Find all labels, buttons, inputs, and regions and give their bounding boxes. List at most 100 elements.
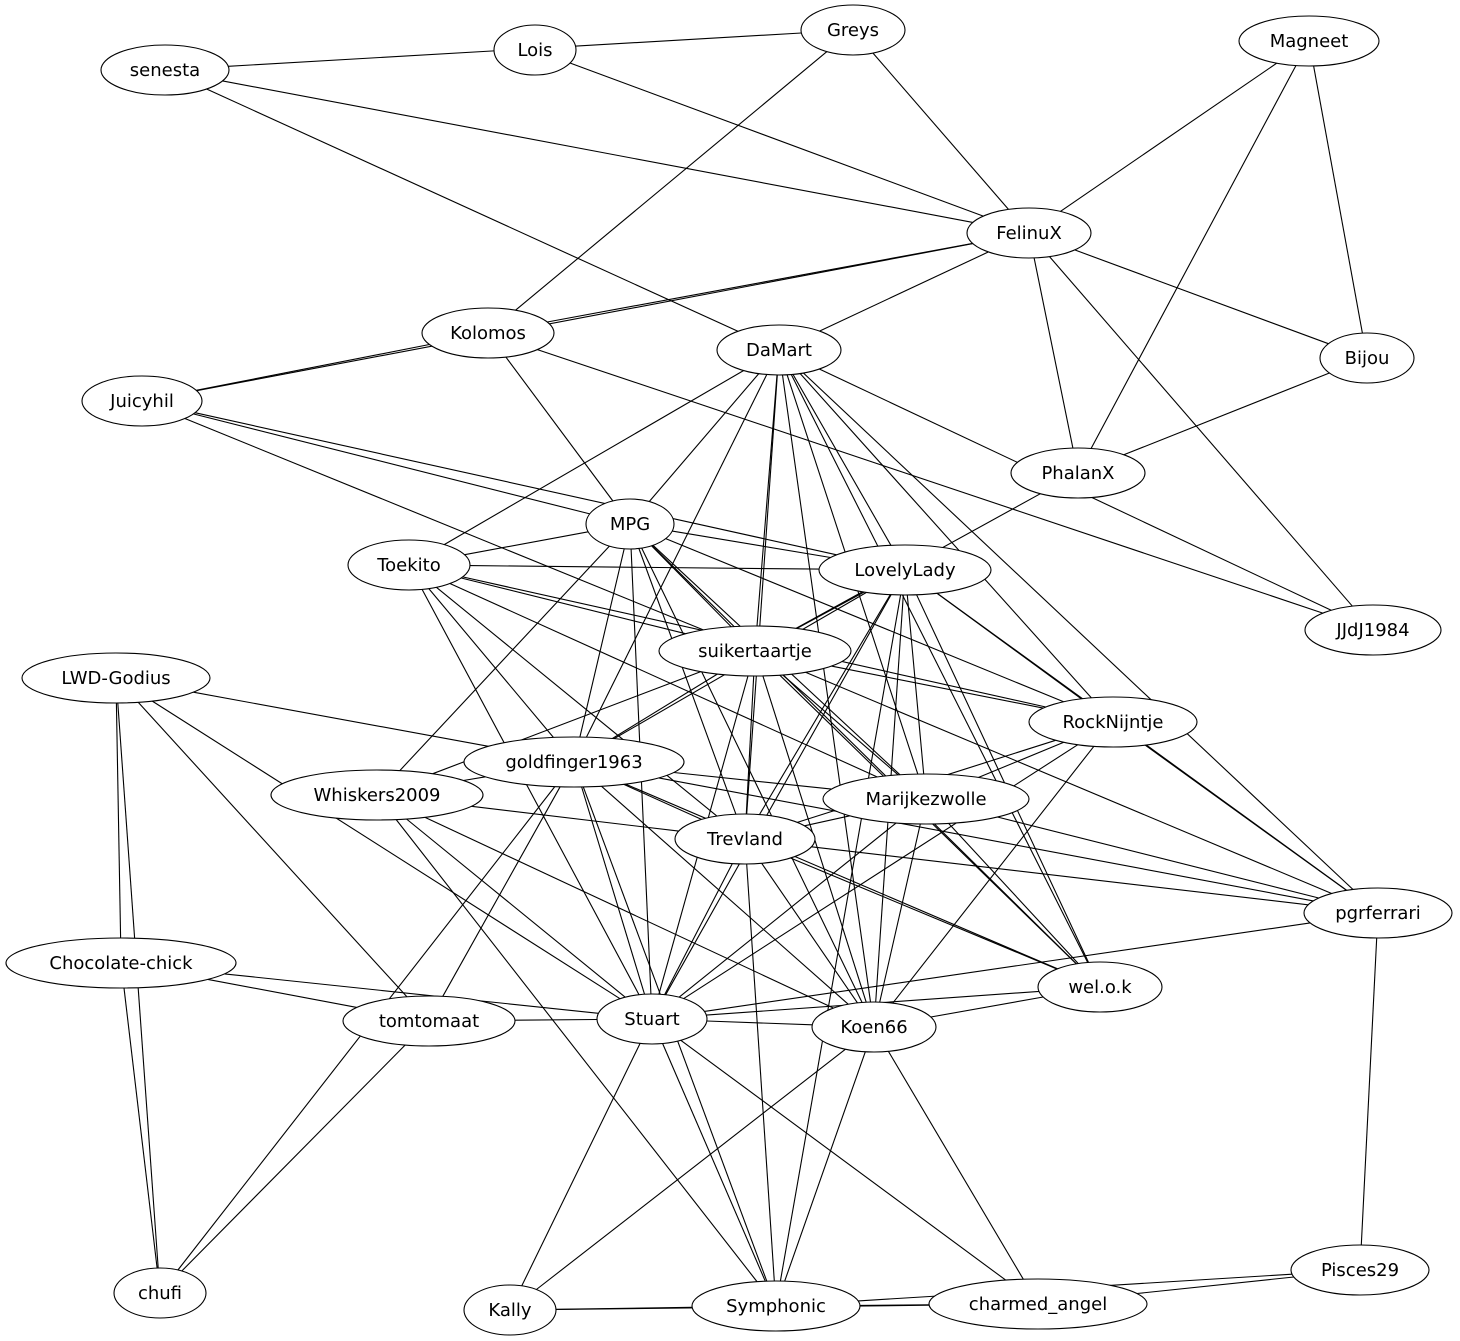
edge-lois-felinux (569, 62, 984, 217)
node-kally: Kally (463, 1284, 557, 1336)
edge-rocknijntje-koen66 (892, 745, 1095, 1004)
node-ellipse (800, 4, 906, 56)
edge-lwd-godius-stuart (152, 700, 621, 1000)
node-label: goldfinger1963 (505, 752, 642, 773)
node-label: Trevland (706, 829, 783, 850)
node-label: Lois (517, 40, 552, 61)
node-label: pgrferrari (1335, 903, 1421, 924)
edge-goldfinger1963-tomtomaat (442, 786, 561, 997)
edge-suikertaartje-trevland (745, 675, 755, 815)
node-label: LWD-Godius (61, 668, 170, 689)
node-rocknijntje: RockNijntje (1028, 696, 1198, 748)
edge-stuart-charmed-angel (680, 1039, 1007, 1281)
edge-stuart-symphonic (662, 1043, 766, 1282)
edge-mpg-rocknijntje (665, 538, 1064, 703)
edge-goldfinger1963-trevland (623, 783, 702, 820)
node-ellipse (100, 44, 230, 96)
node-ellipse (585, 498, 675, 550)
edge-bijou-phalanx (1123, 372, 1330, 456)
node-ellipse (1290, 1244, 1430, 1296)
edge-lovelylady-symphonic (779, 594, 902, 1282)
node-wel-o-k: wel.o.k (1037, 961, 1163, 1013)
node-ellipse (421, 307, 555, 359)
edge-marijkezwolle-pgrferrari (997, 816, 1319, 899)
edge-lwd-godius-goldfinger1963 (193, 691, 489, 747)
edge-senesta-felinux (222, 80, 973, 223)
node-ellipse (596, 993, 708, 1045)
edge-felinux-juicyhil (196, 243, 974, 392)
node-label: Greys (827, 20, 879, 41)
node-lois: Lois (493, 24, 577, 76)
node-ellipse (1037, 961, 1163, 1013)
edge-wel-o-k-koen66 (930, 996, 1044, 1018)
edge-chocolate-chick-tomtomaat (207, 978, 357, 1008)
edge-whiskers2009-trevland (471, 805, 679, 832)
edge-greys-kolomos (515, 51, 828, 311)
node-ellipse (1010, 447, 1146, 499)
node-ellipse (81, 375, 203, 427)
node-juicyhil: Juicyhil (81, 375, 203, 427)
node-label: wel.o.k (1068, 977, 1132, 998)
edge-marijkezwolle-wel-o-k (948, 823, 1079, 964)
node-ellipse (928, 1278, 1148, 1330)
node-whiskers2009: Whiskers2009 (270, 769, 484, 821)
edge-damart-suikertaartje (756, 374, 778, 627)
edge-felinux-bijou (1074, 249, 1329, 345)
edge-toekito-suikertaartje (461, 577, 686, 635)
node-chocolate-chick: Chocolate-chick (5, 937, 237, 989)
node-label: Stuart (624, 1009, 679, 1030)
node-mpg: MPG (585, 498, 675, 550)
node-label: Pisces29 (1321, 1260, 1399, 1281)
node-lovelylady: LovelyLady (818, 544, 992, 596)
edge-goldfinger1963-marijkezwolle (673, 771, 832, 790)
node-ellipse (1238, 15, 1380, 67)
edge-stuart-kally (521, 1043, 641, 1287)
node-ellipse (1319, 332, 1415, 384)
edge-magneet-bijou (1313, 65, 1363, 334)
edge-trevland-koen66 (761, 862, 858, 1004)
node-ellipse (1028, 696, 1198, 748)
node-label: MPG (610, 514, 650, 535)
edge-trevland-wel-o-k (790, 857, 1058, 970)
edge-damart-lovelylady (792, 374, 892, 546)
node-label: Koen66 (840, 1017, 907, 1038)
edge-marijkezwolle-koen66 (879, 823, 921, 1003)
edge-damart-toekito (443, 370, 744, 546)
node-damart: DaMart (716, 324, 842, 376)
edge-goldfinger1963-whiskers2009 (463, 776, 486, 782)
edge-suikertaartje-marijkezwolle (782, 674, 899, 776)
node-bijou: Bijou (1319, 332, 1415, 384)
node-ellipse (21, 652, 211, 704)
node-kolomos: Kolomos (421, 307, 555, 359)
node-ellipse (658, 625, 852, 677)
node-label: Bijou (1345, 348, 1390, 369)
edge-lovelylady-marijkezwolle (906, 594, 925, 775)
node-label: PhalanX (1041, 463, 1114, 484)
node-label: RockNijntje (1062, 712, 1163, 733)
node-phalanx: PhalanX (1010, 447, 1146, 499)
node-lwd-godius: LWD-Godius (21, 652, 211, 704)
edge-damart-pgrferrari (803, 372, 1354, 890)
node-ellipse (5, 937, 237, 989)
edge-damart-mpg (648, 373, 760, 502)
edge-tomtomaat-chufi (181, 1044, 406, 1272)
node-tomtomaat: tomtomaat (342, 995, 516, 1047)
edge-lwd-godius-chocolate-chick (115, 702, 122, 939)
edge-toekito-trevland (436, 586, 718, 817)
edge-damart-goldfinger1963 (585, 374, 768, 738)
node-label: tomtomaat (379, 1011, 479, 1032)
edge-goldfinger1963-wel-o-k (625, 783, 1058, 970)
edge-lovelylady-trevland (759, 594, 891, 815)
edge-charmed-angel-pisces29 (1136, 1276, 1294, 1295)
node-ellipse (270, 769, 484, 821)
edge-senesta-damart (206, 88, 739, 332)
edge-trevland-stuart (664, 863, 733, 995)
node-toekito: Toekito (347, 539, 471, 591)
node-magneet: Magneet (1238, 15, 1380, 67)
node-label: Marijkezwolle (865, 789, 986, 810)
node-ellipse (113, 1267, 207, 1319)
node-pisces29: Pisces29 (1290, 1244, 1430, 1296)
edge-toekito-stuart (421, 589, 640, 995)
node-label: Whiskers2009 (313, 785, 440, 806)
node-label: DaMart (746, 340, 812, 361)
